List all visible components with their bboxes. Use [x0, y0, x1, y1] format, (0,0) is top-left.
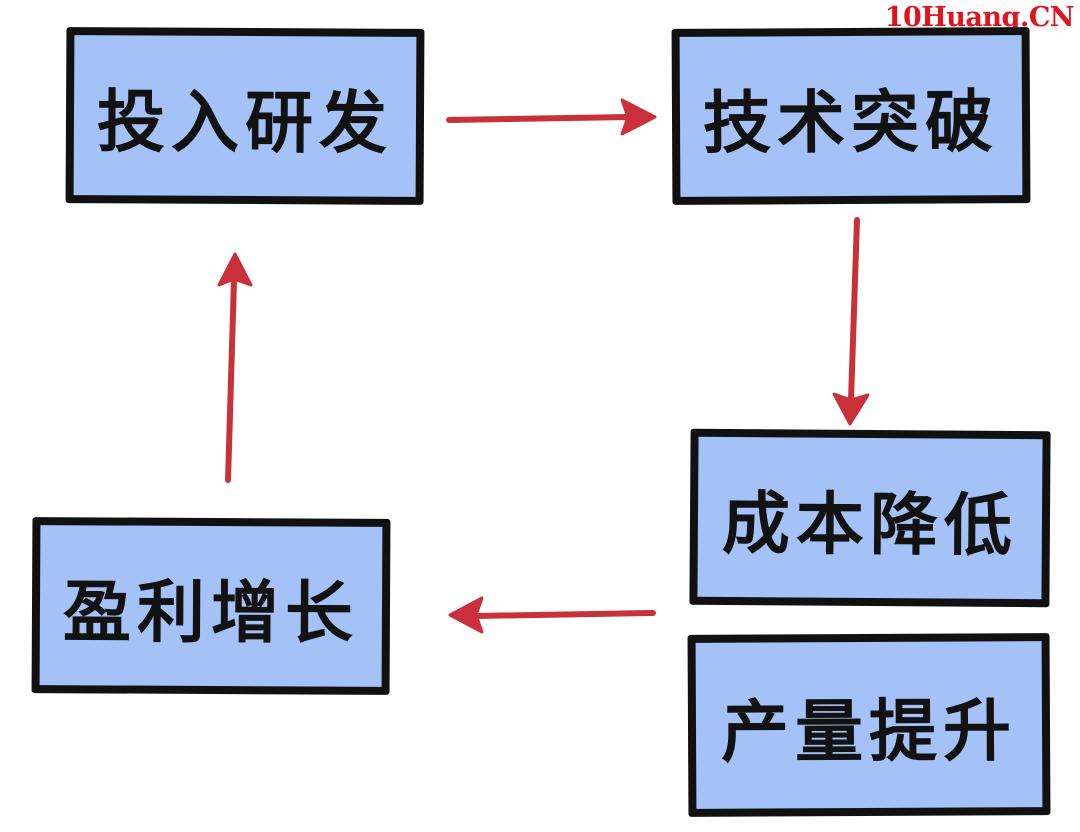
arrow-cost-to-profit: [448, 596, 656, 634]
arrow-invest-to-tech: [446, 98, 657, 136]
arrow-profit-to-invest: [217, 252, 253, 483]
arrow-tech-to-cost: [832, 217, 870, 426]
